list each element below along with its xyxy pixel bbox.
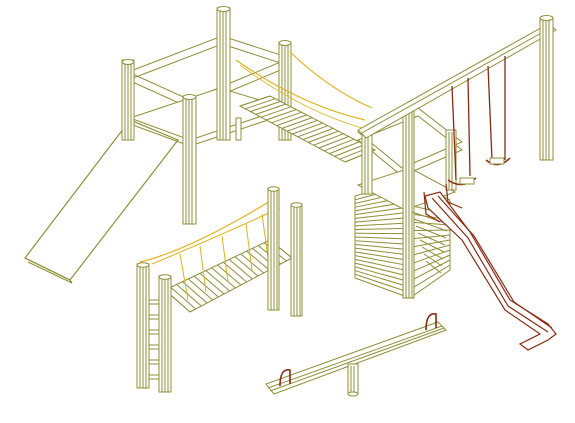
bridge-plank: [292, 122, 323, 135]
bridge-plank: [182, 281, 208, 304]
swing-set: [357, 15, 557, 186]
ladder-rung: [148, 299, 160, 305]
wall-plank: [354, 247, 411, 256]
bridge-plank: [250, 100, 281, 113]
wall-plank: [354, 262, 411, 278]
wall-plank: [354, 243, 411, 251]
bridge-plank: [323, 138, 355, 152]
bridge-plank: [255, 103, 286, 115]
bridge-plank: [329, 141, 360, 155]
bridge-plank: [170, 286, 196, 310]
stair-plank: [415, 225, 447, 239]
bridge-plank: [271, 111, 302, 124]
bridge-plank: [239, 95, 271, 107]
bridge-plank: [245, 98, 276, 110]
wall-plank: [409, 234, 451, 240]
stair-plank: [417, 232, 446, 246]
bridge-plank: [193, 275, 219, 298]
bridge-plank: [297, 125, 328, 138]
ladder-rung: [148, 314, 160, 320]
stair-plank: [425, 260, 442, 274]
bridge-plank: [205, 270, 230, 292]
wall-plank: [354, 222, 411, 227]
seesaw: [265, 313, 447, 397]
rope-bridge-lower: [139, 186, 303, 317]
bridge-plank: [211, 267, 236, 289]
wall-plank: [354, 217, 411, 223]
wall-plank: [354, 270, 411, 288]
bridge-plank: [228, 259, 253, 280]
wall-plank: [409, 221, 451, 226]
bridge-plank: [281, 117, 313, 129]
bridge-plank: [217, 264, 242, 286]
bridge-plank: [287, 119, 318, 132]
wall-plank: [354, 266, 411, 283]
wall-plank: [354, 251, 411, 261]
ladder-rung: [148, 329, 160, 335]
ladder-rung: [148, 359, 160, 365]
bridge-plank: [318, 136, 349, 149]
bridge-plank: [260, 106, 292, 118]
bridge-plank: [234, 256, 259, 277]
wall-plank: [354, 211, 411, 219]
wall-plank: [354, 227, 411, 231]
stair-plank: [413, 218, 448, 232]
bridge-plank: [176, 284, 202, 307]
stair-plank: [419, 239, 445, 253]
bridge-plank: [188, 278, 213, 301]
slide-right-metal: [423, 183, 557, 351]
bridge-plank: [240, 253, 264, 274]
bridge-plank: [276, 114, 307, 127]
wall-plank: [354, 236, 411, 240]
wall-plank: [354, 240, 411, 245]
bridge-plank: [313, 133, 344, 146]
bridge-plank: [266, 109, 297, 121]
ladder: [136, 262, 172, 393]
bridge-plank: [223, 261, 247, 283]
wall-plank: [409, 264, 451, 290]
wall-plank: [409, 244, 451, 257]
wall-plank: [354, 258, 411, 272]
rope-bridge-upper: [235, 51, 377, 163]
bridge-plank: [334, 144, 365, 157]
stair-plank: [423, 253, 443, 267]
wall-plank: [354, 255, 411, 267]
stair-plank: [421, 246, 444, 260]
ladder-rung: [148, 374, 160, 380]
wall-plank: [354, 273, 411, 294]
ladder-rung: [148, 344, 160, 350]
wall-plank: [409, 259, 451, 282]
bridge-plank: [308, 130, 339, 143]
bridge-plank: [302, 127, 334, 141]
wall-plank: [409, 239, 451, 248]
slide-left: [24, 119, 179, 284]
wall-plank: [409, 249, 451, 265]
